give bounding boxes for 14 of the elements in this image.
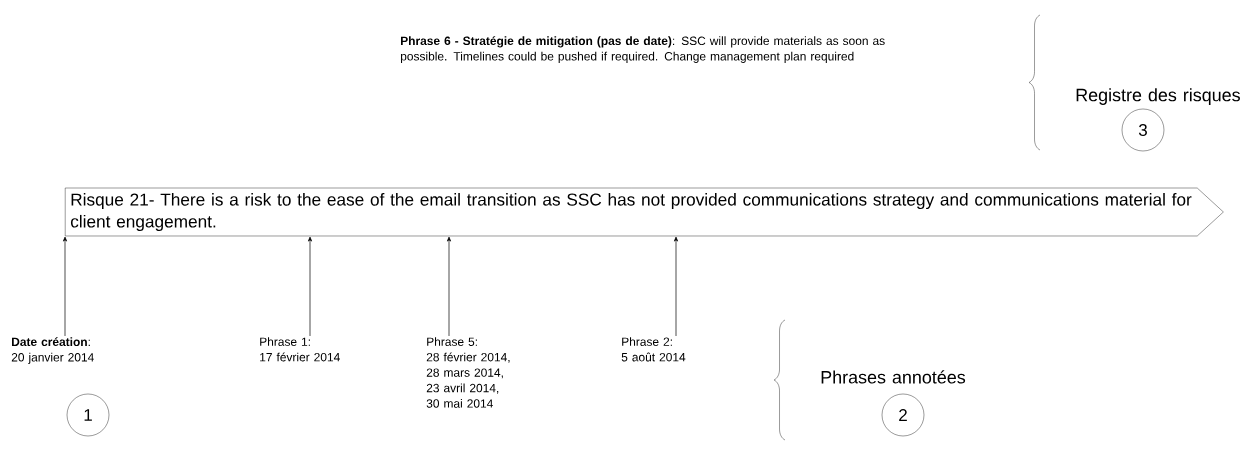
arrow bbox=[446, 236, 452, 337]
date-text: Date création: bbox=[12, 337, 90, 347]
arrow bbox=[673, 236, 679, 337]
date-text: 5 août 2014 bbox=[621, 352, 686, 362]
arrow bbox=[307, 236, 313, 337]
date-text: Phrase 2: bbox=[622, 337, 672, 346]
arrow bbox=[62, 236, 68, 337]
date-text: 20 janvier 2014 bbox=[11, 352, 94, 364]
section-label: Registre des risques bbox=[1076, 88, 1240, 105]
date-text: Phrase 1: bbox=[260, 337, 310, 346]
note-text: Phrase 6 - Stratégie de mitigation (pas de date): SSC will provide materials as soon as possible. Timelines could be pushed if required. Change management plan required bbox=[400, 36, 885, 63]
date-text: 28 février 2014, 28 mars 2014, 23 avril 2014, 30 mai 2014 bbox=[426, 352, 510, 408]
date-text: Phrase 5: bbox=[427, 337, 477, 346]
date-text: 17 février 2014 bbox=[260, 352, 340, 362]
